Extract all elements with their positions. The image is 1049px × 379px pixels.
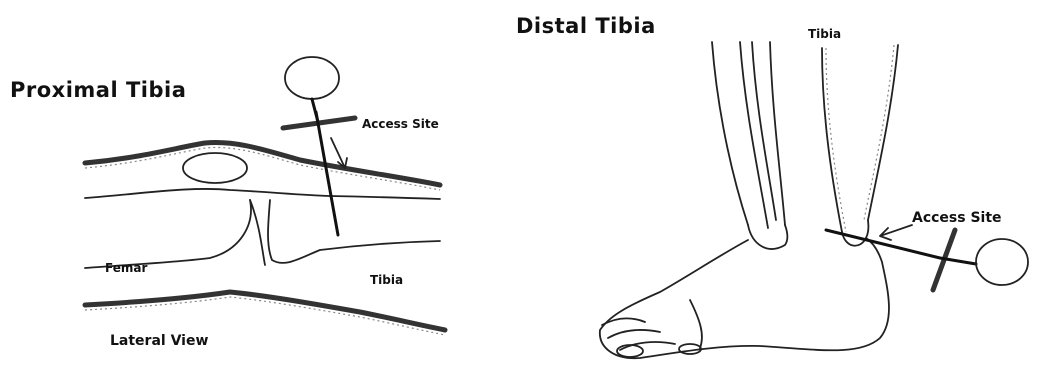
tibia-hatch — [826, 48, 846, 232]
patella-shape — [183, 153, 247, 183]
femur-label: Femar — [105, 261, 147, 275]
foot-outline — [600, 238, 889, 358]
proximal-tibia-title: Proximal Tibia — [10, 78, 186, 102]
needle-handle-knob — [285, 57, 339, 99]
leg-hatch-right — [864, 45, 894, 220]
skin-contour-top — [85, 142, 440, 185]
lateral-view-label: Lateral View — [110, 333, 208, 349]
io-needle-distal — [826, 225, 1028, 290]
tibia-label-left: Tibia — [370, 273, 403, 287]
access-site-label-left: Access Site — [362, 117, 439, 131]
tibia-label-right: Tibia — [808, 27, 841, 41]
arrow-icon — [331, 138, 347, 168]
foot-crease — [690, 300, 702, 348]
big-toe-nail — [617, 345, 643, 357]
distal-tibia-title: Distal Tibia — [516, 14, 656, 38]
skin-contour-bottom — [85, 292, 445, 330]
proximal-tibia-panel: Proximal Tibia Access Site Femar Tibia L… — [10, 57, 445, 349]
tibia-plateau — [268, 200, 440, 263]
needle-shaft — [316, 112, 338, 235]
access-site-label-right: Access Site — [912, 210, 1002, 226]
arrow-icon-distal — [880, 225, 912, 240]
fibula-outline-2 — [752, 42, 776, 220]
tibia-outline-left — [822, 48, 842, 232]
distal-tibia-panel: Distal Tibia Tibia Access Site — [516, 14, 1028, 358]
toe-line-2 — [608, 330, 660, 338]
bone-upper-line — [85, 189, 440, 199]
io-needle-proximal — [283, 57, 355, 235]
leg-outline-right — [868, 45, 898, 220]
needle-handle-knob-distal — [976, 239, 1028, 285]
femur-condyle — [85, 200, 251, 268]
femur-joint-line — [250, 200, 265, 265]
toe-line-3 — [620, 342, 675, 350]
medial-malleolus — [842, 220, 869, 246]
